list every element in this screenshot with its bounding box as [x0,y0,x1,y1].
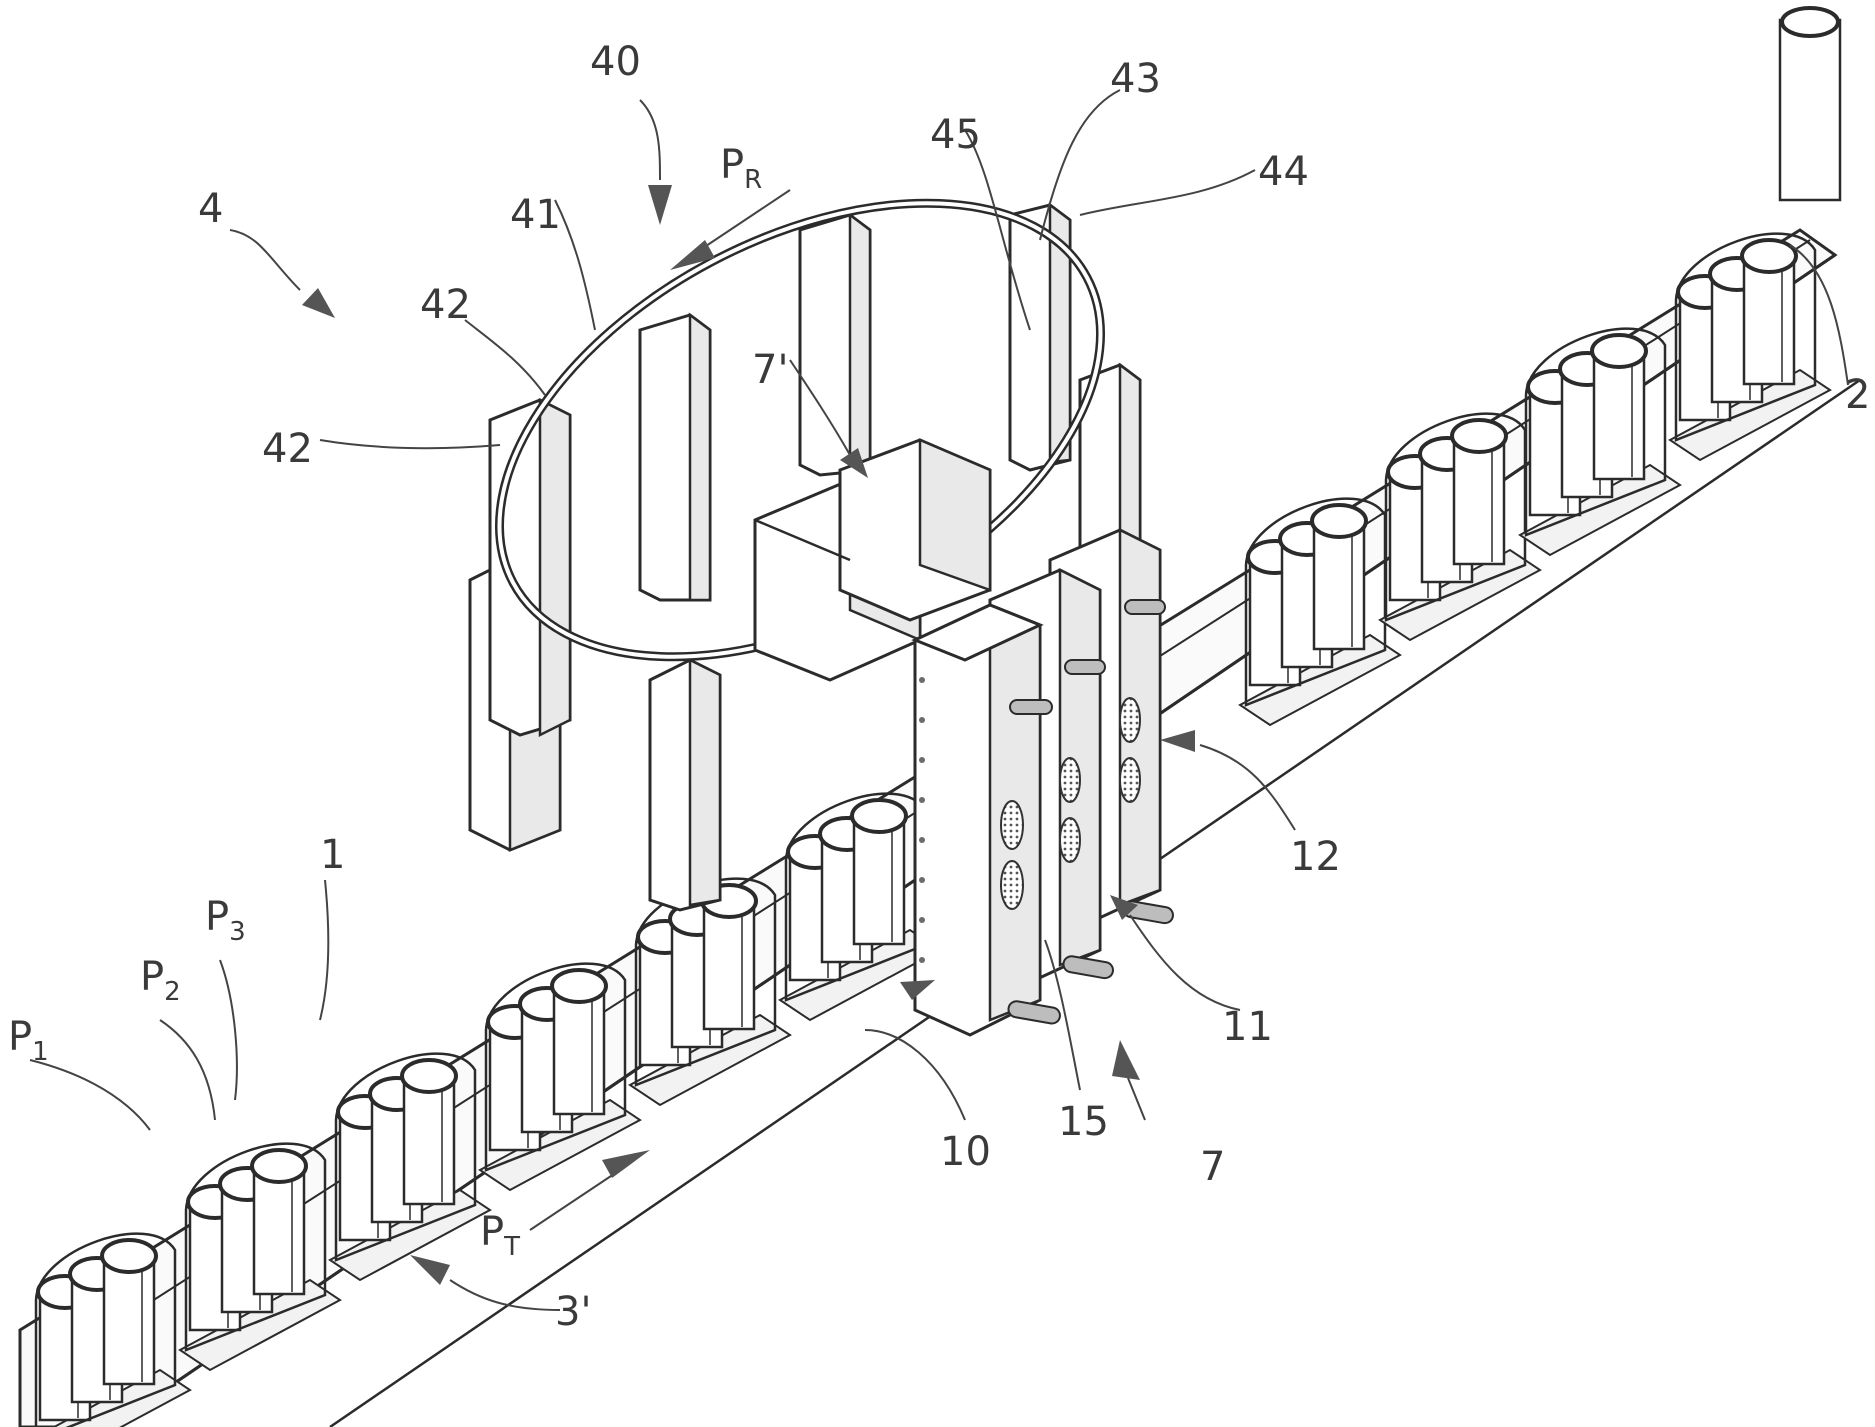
label-43: 43 [1110,56,1161,102]
label-p-r: PR [720,142,762,195]
label-40: 40 [590,39,641,85]
label-41: 41 [510,192,561,238]
label-42-lower: 42 [262,426,313,472]
label-10: 10 [940,1129,991,1175]
package-edge [1780,8,1840,200]
label-3-prime: 3' [555,1289,591,1335]
label-p-2: P2 [140,954,181,1007]
label-p-1: P1 [8,1014,49,1067]
module-group-7 [915,530,1174,1035]
label-45: 45 [930,112,981,158]
label-42-upper: 42 [420,282,471,328]
label-p-t: PT [480,1209,520,1262]
label-4: 4 [198,186,223,232]
label-15: 15 [1058,1099,1109,1145]
label-7: 7 [1200,1144,1225,1190]
label-12: 12 [1290,834,1341,880]
label-p-3: P3 [205,894,246,947]
module-10 [915,605,1061,1035]
label-7-prime: 7' [752,347,788,393]
label-44: 44 [1258,149,1309,195]
label-1: 1 [320,832,345,878]
label-11: 11 [1222,1004,1273,1050]
label-2: 2 [1845,372,1870,418]
